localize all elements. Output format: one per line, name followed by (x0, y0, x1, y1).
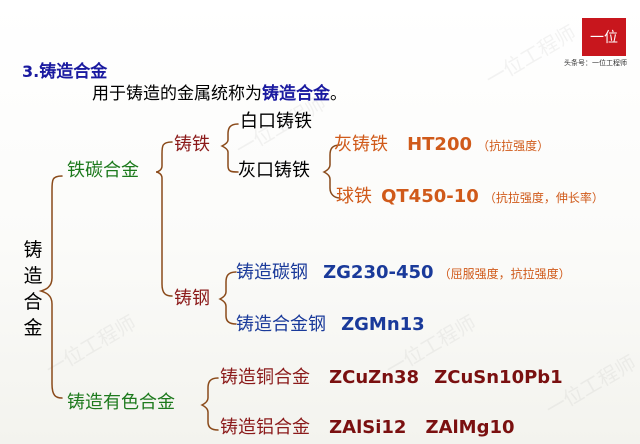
node-iron-carbon: 铁碳合金 (67, 160, 139, 181)
logo: 一位 (582, 18, 626, 56)
aluminum-alloy-code-1: ZAlSi12 (329, 417, 407, 438)
row-carbon-steel: 铸造碳钢 ZG230-450 （屈服强度，抗拉强度） (236, 264, 571, 282)
brace-root (38, 175, 63, 399)
node-nonferrous: 铸造有色合金 (67, 392, 175, 413)
nodular-iron-code: QT450-10 (381, 186, 479, 207)
nodular-iron-label: 球铁 (336, 186, 372, 207)
row-copper-alloy: 铸造铜合金 ZCuZn38 ZCuSn10Pb1 (220, 369, 563, 387)
gray-iron-code: HT200 (407, 134, 473, 155)
aluminum-alloy-label: 铸造铝合金 (220, 417, 310, 438)
section-number: 3. (22, 62, 40, 81)
brace-cast-iron (220, 123, 239, 173)
section-heading: 3.铸造合金 (22, 64, 107, 81)
alloy-steel-code: ZGMn13 (341, 314, 425, 335)
row-alloy-steel: 铸造合金钢 ZGMn13 (236, 316, 425, 334)
copper-alloy-code-2: ZCuSn10Pb1 (434, 367, 563, 388)
alloy-steel-label: 铸造合金钢 (236, 314, 326, 335)
root-label: 铸造合金 (23, 239, 43, 339)
copper-alloy-label: 铸造铜合金 (220, 367, 310, 388)
intro-sentence: 用于铸造的金属统称为铸造合金。 (92, 86, 347, 103)
logo-mark: 一位 (590, 30, 618, 46)
brace-gray-cast-iron (322, 144, 341, 199)
carbon-steel-label: 铸造碳钢 (236, 262, 308, 283)
logo-caption: 头条号：一位工程师 (564, 59, 627, 67)
gray-iron-label: 灰铸铁 (334, 134, 388, 155)
nodular-iron-note: （抗拉强度，伸长率） (483, 191, 604, 205)
node-cast-steel: 铸钢 (174, 288, 210, 309)
row-nodular-iron: 球铁 QT450-10 （抗拉强度，伸长率） (336, 188, 604, 206)
row-gray-iron: 灰铸铁 HT200 （抗拉强度） (334, 136, 549, 154)
aluminum-alloy-code-2: ZAlMg10 (425, 417, 515, 438)
brace-iron-carbon (155, 141, 173, 297)
intro-term: 铸造合金 (262, 84, 330, 104)
node-cast-iron: 铸铁 (174, 134, 210, 155)
section-title: 铸造合金 (39, 62, 108, 82)
intro-end: 。 (330, 84, 347, 104)
copper-alloy-code-1: ZCuZn38 (329, 367, 420, 388)
gray-iron-note: （抗拉强度） (477, 139, 550, 153)
node-white-iron: 白口铸铁 (240, 111, 312, 132)
intro-text: 用于铸造的金属统称为 (92, 84, 262, 104)
carbon-steel-note: （屈服强度，抗拉强度） (438, 267, 571, 281)
brace-nonferrous (200, 377, 219, 431)
row-aluminum-alloy: 铸造铝合金 ZAlSi12 ZAlMg10 (220, 419, 515, 437)
carbon-steel-code: ZG230-450 (323, 262, 434, 283)
brace-cast-steel (218, 271, 237, 325)
node-gray-cast-iron: 灰口铸铁 (238, 160, 310, 181)
